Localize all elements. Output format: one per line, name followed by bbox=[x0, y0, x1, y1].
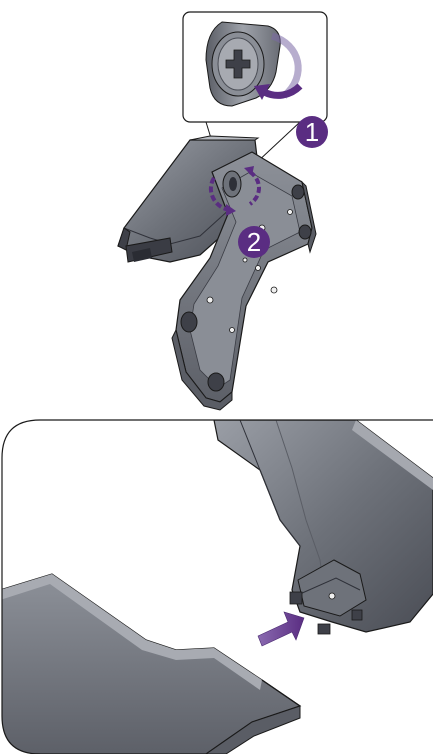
detached-base bbox=[0, 574, 300, 754]
step-2-number: 2 bbox=[247, 227, 261, 257]
step-2-badge: 2 bbox=[238, 226, 270, 258]
lower-diagram bbox=[0, 420, 433, 754]
slide-arrow-icon bbox=[258, 612, 304, 646]
base-foot bbox=[299, 225, 311, 239]
base-foot bbox=[208, 373, 224, 391]
callout-box: 1 bbox=[183, 12, 328, 148]
upper-diagram: 2 1 bbox=[118, 12, 328, 410]
base-foot bbox=[181, 312, 197, 332]
base-screw bbox=[223, 171, 241, 197]
stand-neck bbox=[214, 420, 433, 634]
base-foot bbox=[292, 185, 304, 199]
step-1-number: 1 bbox=[305, 117, 319, 147]
step-1-badge: 1 bbox=[296, 116, 328, 148]
